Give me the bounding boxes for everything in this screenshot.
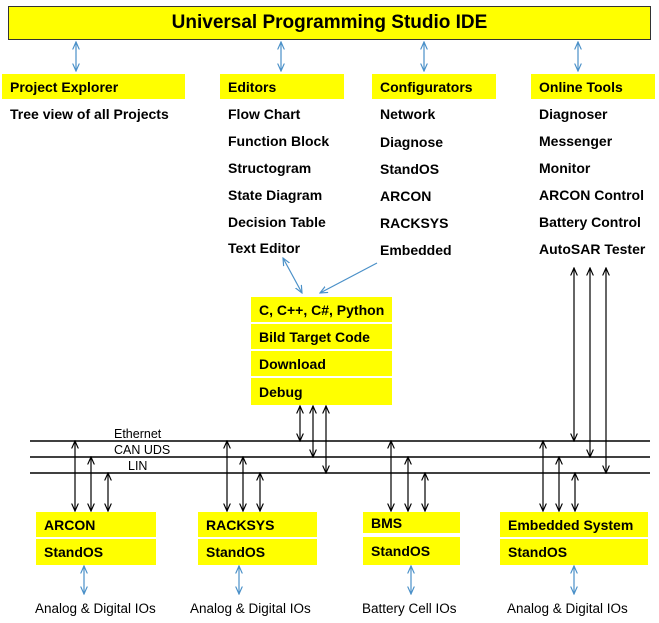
configurator-item: ARCON xyxy=(380,188,432,204)
node-arcon-io-label: Analog & Digital IOs xyxy=(35,601,156,616)
editor-item: Text Editor xyxy=(228,240,301,256)
io-arrows xyxy=(84,566,574,594)
node-embedded-os-box: StandOS xyxy=(500,539,648,565)
configurator-item: Network xyxy=(380,106,436,122)
editor-item: Decision Table xyxy=(228,214,326,230)
editor-item: State Diagram xyxy=(228,187,323,203)
configurator-item: Diagnose xyxy=(380,134,444,150)
node-bms-box: BMS xyxy=(363,512,460,533)
configurator-item: StandOS xyxy=(380,161,440,177)
node-embedded-io-label: Analog & Digital IOs xyxy=(507,601,628,616)
bus-label-can-uds: CAN UDS xyxy=(114,443,171,457)
diagram-title: Universal Programming Studio IDE xyxy=(8,6,651,40)
node-arcon-box: ARCON xyxy=(36,512,156,537)
build-target-box: Bild Target Code xyxy=(251,324,392,349)
debug-box: Debug xyxy=(251,378,392,405)
build-arrows xyxy=(283,258,378,293)
title-arrows xyxy=(76,42,578,71)
node-embedded-box: Embedded System xyxy=(500,512,648,537)
node-racksys-os-box: StandOS xyxy=(198,539,317,565)
editor-item: Function Block xyxy=(228,133,330,149)
bus-label-lin: LIN xyxy=(128,459,148,473)
bus-label-ethernet: Ethernet xyxy=(114,427,162,441)
project-explorer-item: Tree view of all Projects xyxy=(10,106,169,122)
configurator-item: Embedded xyxy=(380,242,452,258)
node-racksys-io-label: Analog & Digital IOs xyxy=(190,601,311,616)
configurator-item: RACKSYS xyxy=(380,215,449,231)
build-language-box: C, C++, C#, Python xyxy=(251,297,392,322)
node-racksys-box: RACKSYS xyxy=(198,512,317,537)
node-bms-os-box: StandOS xyxy=(363,537,460,565)
download-box: Download xyxy=(251,351,392,376)
project-explorer-header: Project Explorer xyxy=(2,74,185,99)
bus-connectors xyxy=(75,268,606,511)
online-tool-item: AutoSAR Tester xyxy=(539,241,646,257)
node-bms-io-label: Battery Cell IOs xyxy=(362,601,457,616)
online-tools-header: Online Tools xyxy=(531,74,655,99)
online-tool-item: Diagnoser xyxy=(539,106,608,122)
editors-header: Editors xyxy=(220,74,344,99)
editor-item: Structogram xyxy=(228,160,312,176)
configurators-header: Configurators xyxy=(372,74,496,99)
online-tool-item: Messenger xyxy=(539,133,613,149)
editor-item: Flow Chart xyxy=(228,106,301,122)
online-tool-item: Battery Control xyxy=(539,214,641,230)
online-tool-item: ARCON Control xyxy=(539,187,644,203)
node-arcon-os-box: StandOS xyxy=(36,539,156,565)
online-tool-item: Monitor xyxy=(539,160,591,176)
